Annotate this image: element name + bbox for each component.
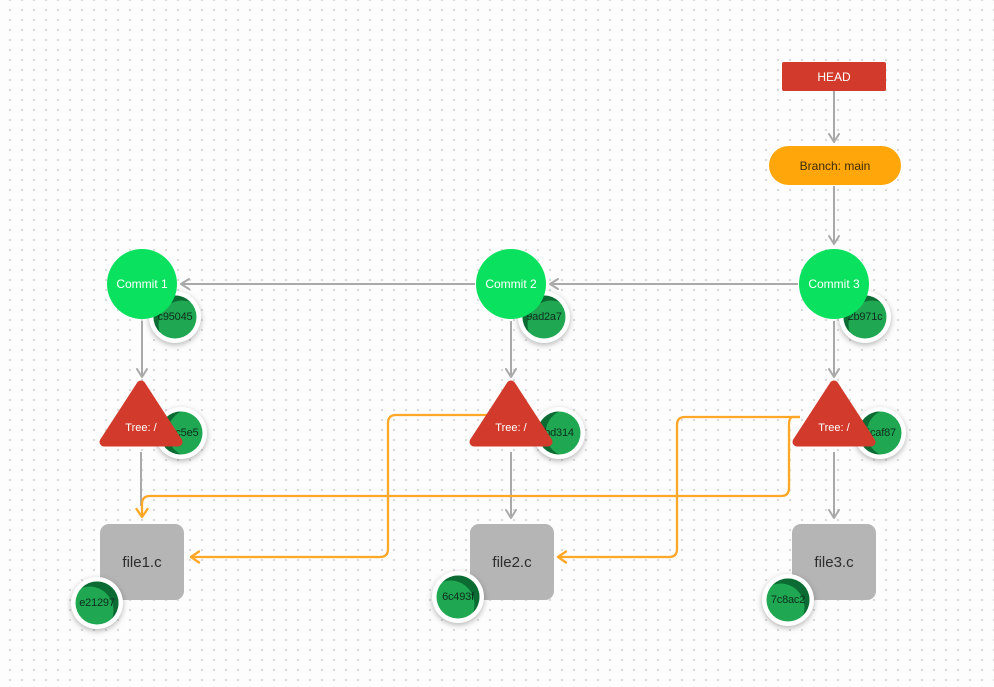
- file3-hash-badge[interactable]: 7c8ac2: [761, 573, 815, 627]
- tree2-node[interactable]: Tree: /: [466, 374, 556, 454]
- branch-label: Branch: main: [799, 158, 871, 173]
- commit1-label: Commit 1: [116, 277, 168, 291]
- commit1-node[interactable]: Commit 1: [107, 249, 177, 319]
- file1-hash: e21297: [79, 597, 115, 609]
- commit1-hash: c95045: [157, 311, 193, 323]
- head-label: HEAD: [817, 69, 851, 84]
- head-node[interactable]: HEAD: [782, 62, 886, 91]
- gray-edges: [136, 91, 840, 519]
- tree2-hash: bd314: [544, 427, 574, 439]
- orange-edges: [135, 413, 800, 564]
- commit3-hash: 2b971c: [847, 311, 883, 323]
- tree-triangle-icon: [469, 380, 553, 447]
- commit2-node[interactable]: Commit 2: [476, 249, 546, 319]
- tree1-label: Tree: /: [125, 422, 157, 434]
- tree1-node[interactable]: Tree: /: [96, 374, 186, 454]
- file1-node[interactable]: file1.c: [100, 524, 184, 600]
- tree-triangle-icon: [792, 380, 876, 447]
- tree3-label: Tree: /: [818, 422, 850, 434]
- commit3-label: Commit 3: [808, 277, 860, 291]
- file2-hash: 6c493f: [442, 591, 474, 603]
- commit3-node[interactable]: Commit 3: [799, 249, 869, 319]
- tree3-node[interactable]: Tree: /: [789, 374, 879, 454]
- file3-hash: 7c8ac2: [770, 594, 806, 606]
- file2-node[interactable]: file2.c: [470, 524, 554, 600]
- commit2-hash: 9ad2a7: [526, 311, 562, 323]
- branch-main-node[interactable]: Branch: main: [769, 146, 901, 185]
- edge-tree2-file1: [189, 413, 490, 564]
- tree2-label: Tree: /: [495, 422, 527, 434]
- file1-hash-badge[interactable]: e21297: [70, 576, 124, 630]
- file1-label: file1.c: [122, 553, 162, 571]
- edge-tree3-file2: [556, 415, 800, 564]
- edge-tree3-file1: [135, 415, 800, 519]
- file2-hash-badge[interactable]: 6c493f: [431, 570, 485, 624]
- file3-label: file3.c: [814, 553, 854, 571]
- file2-label: file2.c: [492, 553, 532, 571]
- commit2-label: Commit 2: [485, 277, 537, 291]
- tree-triangle-icon: [99, 380, 183, 447]
